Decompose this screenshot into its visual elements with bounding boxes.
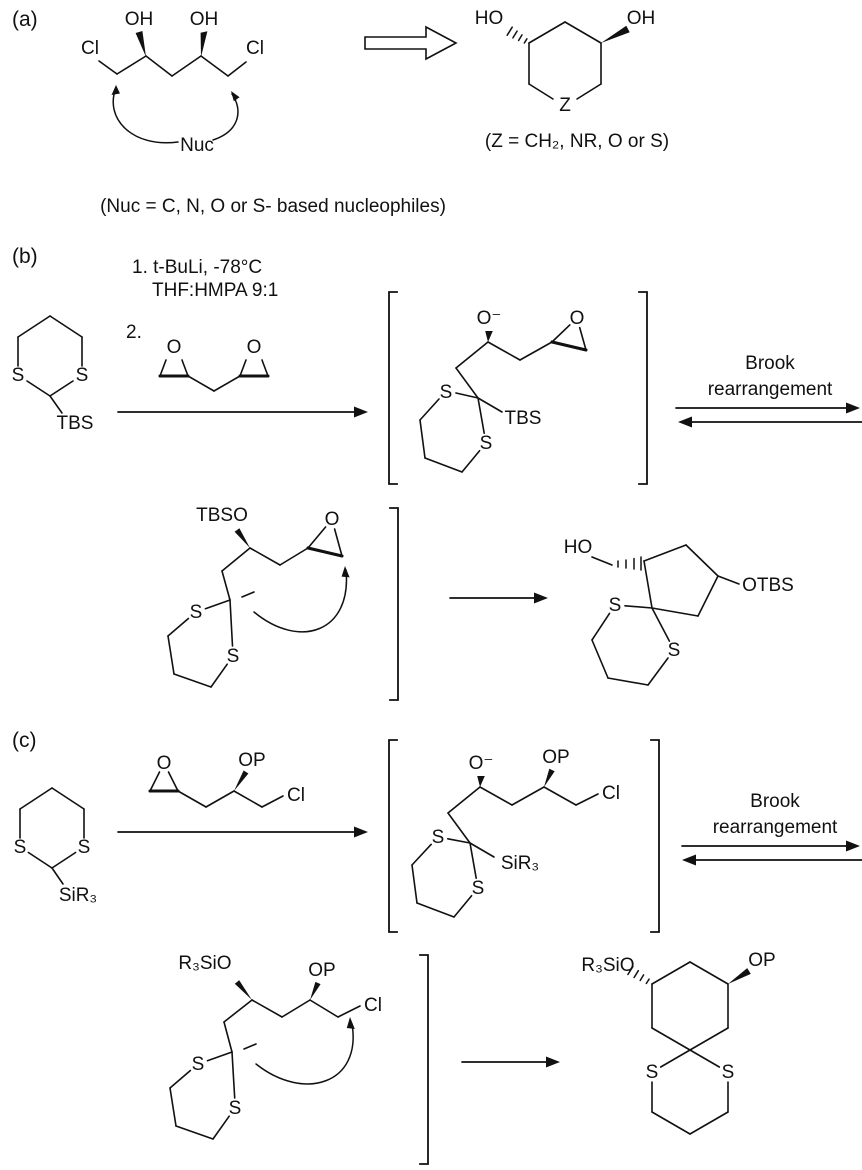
bracket-left [388, 739, 398, 933]
cl-right-label: Cl [246, 38, 264, 59]
s-atom-label: S [646, 1062, 659, 1083]
epoxide-o-label: O [157, 753, 172, 774]
panel-b-label: (b) [12, 245, 38, 268]
intermediate2-structure-c: R₃SiO OP Cl S S [169, 953, 429, 1165]
alkoxide-label: O⁻ [469, 753, 494, 774]
s-atom-label: S [229, 1098, 242, 1119]
s-atom-label: S [668, 640, 681, 661]
cl-label: Cl [364, 995, 382, 1016]
spiro-product-b-structure: HO OTBS S S [564, 537, 794, 686]
panel-c-label: (c) [12, 729, 37, 752]
bracket-right [638, 291, 648, 485]
otbs-label: OTBS [742, 575, 794, 596]
dithiane-tbs-structure: S S TBS [12, 315, 94, 434]
cl-label: Cl [287, 785, 305, 806]
panel-a-label: (a) [12, 8, 38, 31]
intermediate2-structure: TBSO O S S [167, 505, 399, 701]
cyclization-arrow-c [255, 1017, 355, 1085]
hash-wedge-osi [627, 965, 650, 985]
oh-right-label: OH [190, 9, 219, 30]
s-atom-label: S [480, 433, 493, 454]
hash-wedge-ho [506, 26, 528, 44]
intermediate1-structure: S S TBS O⁻ O [419, 308, 588, 473]
sir3-label: SiR₃ [59, 885, 97, 906]
alkoxide-label: O⁻ [477, 308, 502, 329]
panel-b: (b) S S TBS 1. t-BuLi, -78°C THF:HMPA 9:… [12, 245, 862, 701]
nucleophile-attack-arrow-right [212, 91, 240, 141]
chloro-epoxide-structure: O OP Cl [148, 750, 305, 808]
nuc-definition-note: (Nuc = C, N, O or S- based nucleophiles) [100, 196, 446, 217]
intermediate1-structure-c: S S SiR₃ O⁻ OP Cl [411, 747, 620, 918]
retrosynthesis-open-arrow [364, 25, 458, 61]
ho-label: HO [564, 537, 593, 558]
brook-text-line2: rearrangement [708, 379, 833, 400]
epoxide-o-label: O [167, 337, 182, 358]
spiro-product-c-structure: R₃SiO OP S S [581, 950, 776, 1135]
equilibrium-arrows-c [681, 840, 862, 866]
panel-a: (a) Cl OH OH Cl Nuc [12, 8, 669, 217]
sir3-label: SiR₃ [501, 853, 539, 874]
brook-text-line2: rearrangement [713, 817, 838, 838]
nucleophile-attack-arrow-left [111, 85, 179, 144]
cyclization-arrow-b [253, 566, 350, 633]
dichloro-diol-structure: Cl OH OH Cl Nuc [81, 9, 264, 156]
epoxide-o-label: O [247, 337, 262, 358]
s-atom-label: S [609, 595, 622, 616]
reaction-arrow-c1 [117, 826, 368, 838]
s-atom-label: S [78, 837, 91, 858]
tbs-label: TBS [505, 408, 542, 429]
s-atom-label: S [190, 602, 203, 623]
s-atom-label: S [440, 382, 453, 403]
bracket-right [419, 954, 429, 1165]
oh-label: OH [627, 8, 656, 29]
s-atom-label: S [14, 837, 27, 858]
r3sio-label: R₃SiO [178, 953, 231, 974]
s-atom-label: S [227, 646, 240, 667]
ho-label: HO [475, 8, 504, 29]
conditions-line1: 1. t-BuLi, -78°C [132, 257, 262, 278]
z-atom-label: Z [559, 95, 571, 116]
brook-text-line1: Brook [750, 791, 800, 812]
r3sio-label: R₃SiO [581, 955, 634, 976]
bis-epoxide-structure: O O [158, 337, 270, 392]
hash-wedge-ch2oh [617, 556, 642, 571]
dithiane-silyl-structure: S S SiR₃ [14, 787, 97, 906]
reaction-arrow-c2 [461, 1056, 560, 1068]
reaction-arrow-b2 [449, 592, 548, 604]
tbso-label: TBSO [196, 505, 248, 526]
cl-label: Cl [602, 783, 620, 804]
op-label: OP [238, 750, 265, 771]
s-atom-label: S [192, 1054, 205, 1075]
tbs-label: TBS [57, 413, 94, 434]
op-label: OP [748, 950, 775, 971]
epoxide-o-label: O [570, 308, 585, 329]
s-atom-label: S [76, 365, 89, 386]
s-atom-label: S [722, 1062, 735, 1083]
bracket-left [388, 291, 398, 485]
s-atom-label: S [432, 827, 445, 848]
conditions-line2: THF:HMPA 9:1 [152, 280, 278, 301]
panel-c: (c) S S SiR₃ O OP Cl [12, 729, 862, 1165]
brook-text-line1: Brook [745, 353, 795, 374]
bracket-right [650, 739, 660, 933]
reaction-arrow-b1 [117, 406, 368, 418]
bracket-right [389, 507, 399, 701]
equilibrium-arrows-b [675, 402, 862, 428]
cl-left-label: Cl [81, 38, 99, 59]
carbanion-lone-pair [241, 591, 255, 598]
epoxide-o-label: O [325, 509, 340, 530]
z-definition-note: (Z = CH₂, NR, O or S) [485, 131, 669, 152]
s-atom-label: S [12, 365, 25, 386]
op-label: OP [308, 960, 335, 981]
op-label: OP [542, 747, 569, 768]
oh-left-label: OH [125, 9, 154, 30]
heterocycle-structure: HO OH Z [475, 8, 656, 116]
s-atom-label: S [472, 878, 485, 899]
carbanion-lone-pair [243, 1043, 257, 1050]
nuc-label: Nuc [180, 135, 214, 156]
step2-label: 2. [126, 322, 142, 343]
